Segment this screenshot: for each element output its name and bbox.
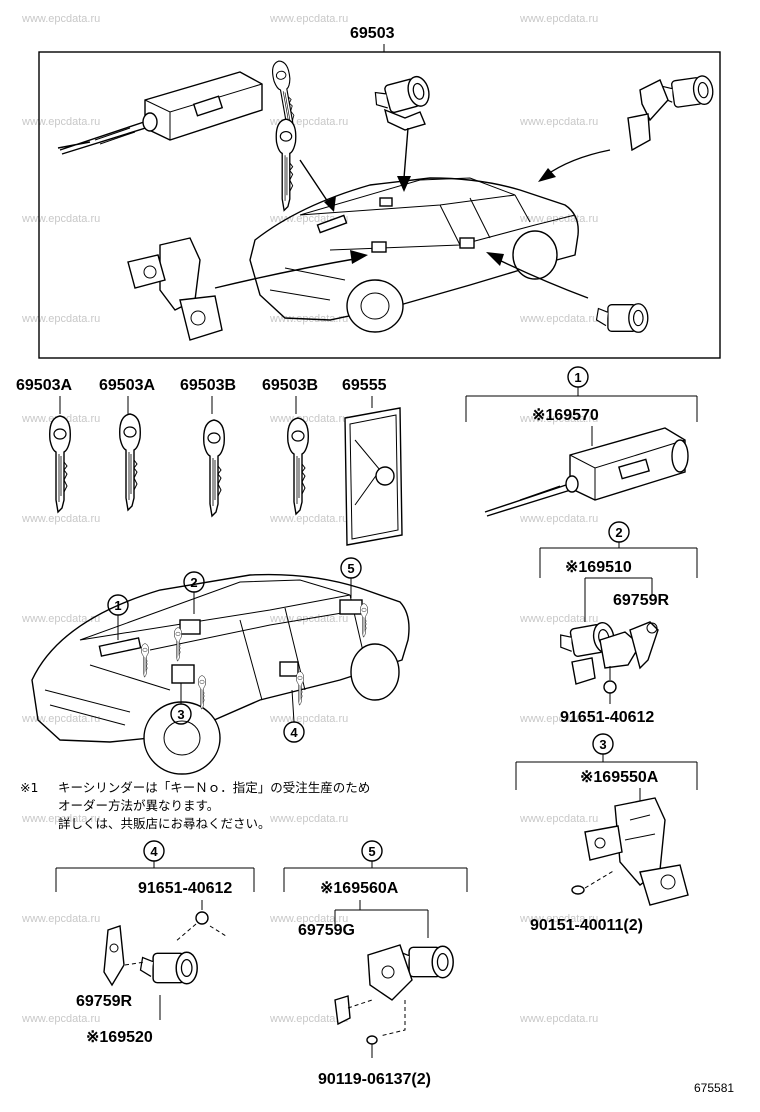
- part-number-label: 69759R: [76, 993, 132, 1010]
- key-part-label: 69503A: [16, 377, 72, 394]
- watermark: www.epcdata.ru: [519, 913, 598, 925]
- note-line: キーシリンダーは「キーＮｏ．指定」の受注生産のため: [58, 780, 370, 795]
- watermark: www.epcdata.ru: [21, 613, 100, 625]
- part-number-label: ※169550A: [580, 769, 659, 786]
- part-number-label: 69759R: [613, 592, 669, 609]
- group-1: 1 ※169570: [465, 366, 698, 517]
- group-2: 2 ※169510 69759R 91651-40612: [539, 521, 698, 726]
- watermark: www.epcdata.ru: [21, 313, 100, 325]
- watermark: www.epcdata.ru: [519, 13, 598, 25]
- callout-number: 5: [347, 561, 354, 576]
- callout-number: 1: [574, 370, 581, 385]
- part-number-label: ※169570: [532, 407, 599, 424]
- trunk-lock-cylinder-drawing: [538, 74, 716, 182]
- nut-icon: [195, 911, 209, 925]
- key-drawing: [287, 417, 309, 515]
- note-mark: ※1: [20, 780, 38, 795]
- key-part-label: 69503B: [180, 377, 236, 394]
- door-lock-cylinder-drawing: [557, 620, 659, 685]
- key-part-label: 69503B: [262, 377, 318, 394]
- part-number-label: 91651-40612: [560, 709, 654, 726]
- part-number-label: ※169520: [86, 1029, 153, 1046]
- callout-number: 5: [368, 844, 375, 859]
- watermark: www.epcdata.ru: [519, 613, 598, 625]
- watermark: www.epcdata.ru: [269, 1013, 348, 1025]
- watermark: www.epcdata.ru: [21, 1013, 100, 1025]
- watermark: www.epcdata.ru: [21, 13, 100, 25]
- ignition-cylinder-drawing: [484, 427, 689, 517]
- key-drawing: [119, 413, 141, 511]
- part-number-label: 69759G: [298, 922, 355, 939]
- door-lock-cylinder-drawing: [371, 73, 433, 192]
- key-part-label: 69555: [342, 377, 387, 394]
- note-line: 詳しくは、共販店にお尋ねください。: [58, 816, 271, 831]
- car-outline-drawing: [249, 177, 579, 333]
- rear-door-cylinder-drawing: [486, 252, 649, 333]
- watermark: www.epcdata.ru: [269, 13, 348, 25]
- part-number-label: 90151-40011(2): [530, 917, 643, 934]
- part-number-label: ※169560A: [320, 880, 399, 897]
- watermark: www.epcdata.ru: [21, 513, 100, 525]
- watermark: www.epcdata.ru: [519, 713, 598, 725]
- watermark: www.epcdata.ru: [269, 713, 348, 725]
- group-3: 3 ※169550A 90151-40011(2): [515, 733, 698, 934]
- callout-number: 1: [114, 598, 121, 613]
- key-drawing: [270, 59, 301, 212]
- callout-number: 3: [599, 737, 606, 752]
- key-drawing: [203, 419, 225, 517]
- watermark: www.epcdata.ru: [519, 1013, 598, 1025]
- watermark: www.epcdata.ru: [21, 913, 100, 925]
- keys-row: 69503A 69503A 69503B 69503B 69555: [16, 377, 403, 546]
- callout-number: 3: [177, 707, 184, 722]
- top-assembly-frame: [38, 51, 721, 359]
- watermark: www.epcdata.ru: [519, 116, 598, 128]
- ignition-cylinder-drawing: [57, 71, 263, 155]
- diagram-reference-code: 675581: [694, 1081, 734, 1095]
- watermark: www.epcdata.ru: [269, 813, 348, 825]
- nut-icon: [603, 680, 617, 694]
- screw-icon: [366, 1035, 378, 1045]
- door-lock-cylinder-drawing: [103, 925, 198, 987]
- watermark: www.epcdata.ru: [21, 813, 100, 825]
- part-number-label: 91651-40612: [138, 880, 232, 897]
- trunk-lock-cylinder-drawing: [334, 944, 454, 1026]
- key-plate-drawing: [344, 407, 403, 546]
- car-location-drawing: 1 2 3 4 5: [31, 557, 410, 775]
- front-door-cylinder-drawing: [127, 237, 368, 341]
- note-block: ※1 キーシリンダーは「キーＮｏ．指定」の受注生産のため オーダー方法が異なりま…: [20, 780, 370, 831]
- watermark: www.epcdata.ru: [21, 116, 100, 128]
- part-number-label: ※169510: [565, 559, 632, 576]
- part-number-label: 90119-06137(2): [318, 1071, 431, 1088]
- watermark: www.epcdata.ru: [519, 513, 598, 525]
- key-part-label: 69503A: [99, 377, 155, 394]
- callout-number: 2: [190, 575, 197, 590]
- group-4: 4 91651-40612 69759R ※169520: [55, 840, 255, 1046]
- watermark: www.epcdata.ru: [269, 513, 348, 525]
- part-number-label: 69503: [350, 25, 395, 42]
- note-line: オーダー方法が異なります。: [58, 798, 219, 813]
- watermark: www.epcdata.ru: [519, 813, 598, 825]
- callout-number: 2: [615, 525, 622, 540]
- watermark: www.epcdata.ru: [269, 913, 348, 925]
- callout-number: 4: [290, 725, 298, 740]
- watermark: www.epcdata.ru: [519, 313, 598, 325]
- top-assembly-group: 69503: [38, 25, 721, 359]
- watermark: www.epcdata.ru: [21, 213, 100, 225]
- callout-number: 4: [150, 844, 158, 859]
- screw-icon: [571, 885, 585, 895]
- watermark: www.epcdata.ru: [269, 413, 348, 425]
- watermark-layer: www.epcdata.ru www.epcdata.ru www.epcdat…: [21, 13, 598, 1025]
- door-lock-assembly-drawing: [584, 797, 689, 906]
- key-drawing: [49, 415, 71, 513]
- group-5: 5 ※169560A 69759G 90119-06137(2): [283, 840, 468, 1088]
- watermark: www.epcdata.ru: [519, 413, 598, 425]
